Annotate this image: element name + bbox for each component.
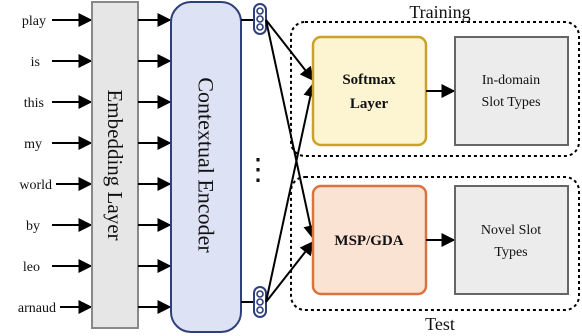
- token-label: this: [24, 96, 44, 111]
- test-panel: Test: [290, 176, 580, 334]
- token-label: leo: [23, 260, 40, 275]
- token-label: world: [19, 178, 52, 193]
- token-label: play: [22, 14, 46, 29]
- softmax-label-line1: Softmax: [342, 72, 396, 88]
- embedding-layer-label: Embedding Layer: [103, 89, 127, 240]
- token-vector-bottom: [253, 286, 267, 318]
- novel-slot-types: Novel Slot Types: [454, 185, 569, 295]
- msp-gda-label: MSP/GDA: [334, 233, 403, 249]
- vector-ellipsis: ⋮: [243, 154, 273, 187]
- softmax-label-line2: Layer: [350, 96, 389, 112]
- arrow-top-to-softmax: [265, 19, 314, 82]
- token-vector-top: [253, 3, 267, 35]
- training-panel: Training: [290, 2, 580, 157]
- token-label: is: [31, 55, 40, 70]
- contextual-encoder: Contextual Encoder: [170, 1, 242, 333]
- novel-label-line1: Novel Slot: [481, 223, 541, 238]
- contextual-encoder-label: Contextual Encoder: [194, 77, 219, 253]
- arrow-bottom-to-softmax: [265, 82, 318, 303]
- arrow-top-to-msp: [265, 19, 318, 240]
- token-labels: play is this my world by leo arnaud: [18, 14, 56, 316]
- token-to-embedding-arrows: [52, 13, 93, 314]
- training-title: Training: [409, 2, 470, 22]
- softmax-layer: Softmax Layer: [311, 35, 428, 147]
- token-label: my: [24, 137, 42, 152]
- indomain-label-line2: Slot Types: [481, 95, 540, 110]
- vector-to-classifier-arrows: [265, 19, 318, 303]
- token-label: arnaud: [18, 301, 56, 316]
- indomain-label-line1: In-domain: [482, 73, 540, 88]
- novel-label-line2: Types: [494, 245, 527, 260]
- test-title: Test: [425, 314, 455, 334]
- embedding-to-encoder-arrows: [138, 13, 172, 314]
- arrow-bottom-to-msp: [265, 240, 314, 303]
- in-domain-slot-types: In-domain Slot Types: [454, 36, 569, 146]
- embedding-layer: Embedding Layer: [91, 1, 139, 329]
- msp-gda-detector: MSP/GDA: [311, 184, 428, 296]
- token-label: by: [26, 219, 40, 234]
